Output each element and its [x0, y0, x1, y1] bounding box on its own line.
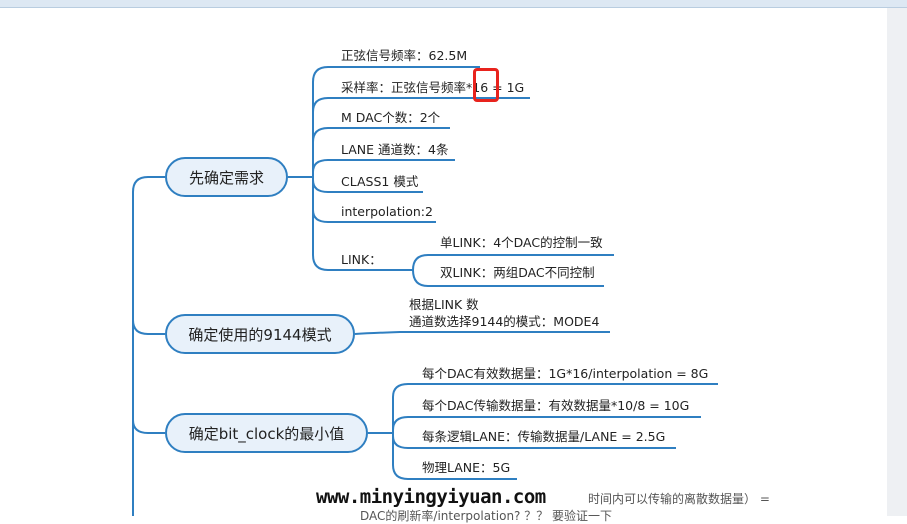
topic-label: 确定使用的9144模式 [188, 325, 332, 344]
subtopic[interactable]: 正弦信号频率：62.5M [341, 48, 468, 63]
subtopic[interactable]: 每个DAC传输数据量：有效数据量*10/8 = 10G [422, 398, 690, 413]
subtopic[interactable]: CLASS1 模式 [341, 174, 419, 189]
subtopic-link[interactable]: LINK： [341, 252, 382, 267]
topic-9144-mode[interactable]: 确定使用的9144模式 [165, 314, 355, 354]
topic-label: 先确定需求 [188, 168, 264, 187]
top-toolbar-strip [0, 0, 907, 8]
subtopic[interactable]: 物理LANE：5G [422, 460, 511, 475]
topic-bit-clock[interactable]: 确定bit_clock的最小值 [165, 413, 368, 453]
subtopic[interactable]: interpolation:2 [341, 204, 433, 219]
subtopic-line1[interactable]: 根据LINK 数 [409, 297, 479, 312]
watermark: www.minyingyiyuan.com [316, 486, 546, 508]
subtopic[interactable]: 每条逻辑LANE：传输数据量/LANE = 2.5G [422, 429, 666, 444]
subtopic[interactable]: 双LINK：两组DAC不同控制 [440, 265, 595, 280]
partial-text: 时间内可以传输的离散数据量） = [588, 492, 770, 506]
vertical-scrollbar[interactable] [887, 8, 907, 516]
topic-label: 确定bit_clock的最小值 [188, 424, 345, 443]
subtopic[interactable]: M DAC个数：2个 [341, 110, 441, 125]
subtopic[interactable]: 单LINK：4个DAC的控制一致 [440, 235, 603, 250]
subtopic[interactable]: 采样率：正弦信号频率*16 = 1G [341, 80, 525, 95]
subtopic-line2[interactable]: 通道数选择9144的模式：MODE4 [409, 314, 600, 329]
topic-requirements[interactable]: 先确定需求 [165, 157, 288, 197]
subtopic[interactable]: LANE 通道数：4条 [341, 142, 449, 157]
highlight-box [473, 68, 499, 102]
subtopic[interactable]: 每个DAC有效数据量：1G*16/interpolation = 8G [422, 366, 709, 381]
